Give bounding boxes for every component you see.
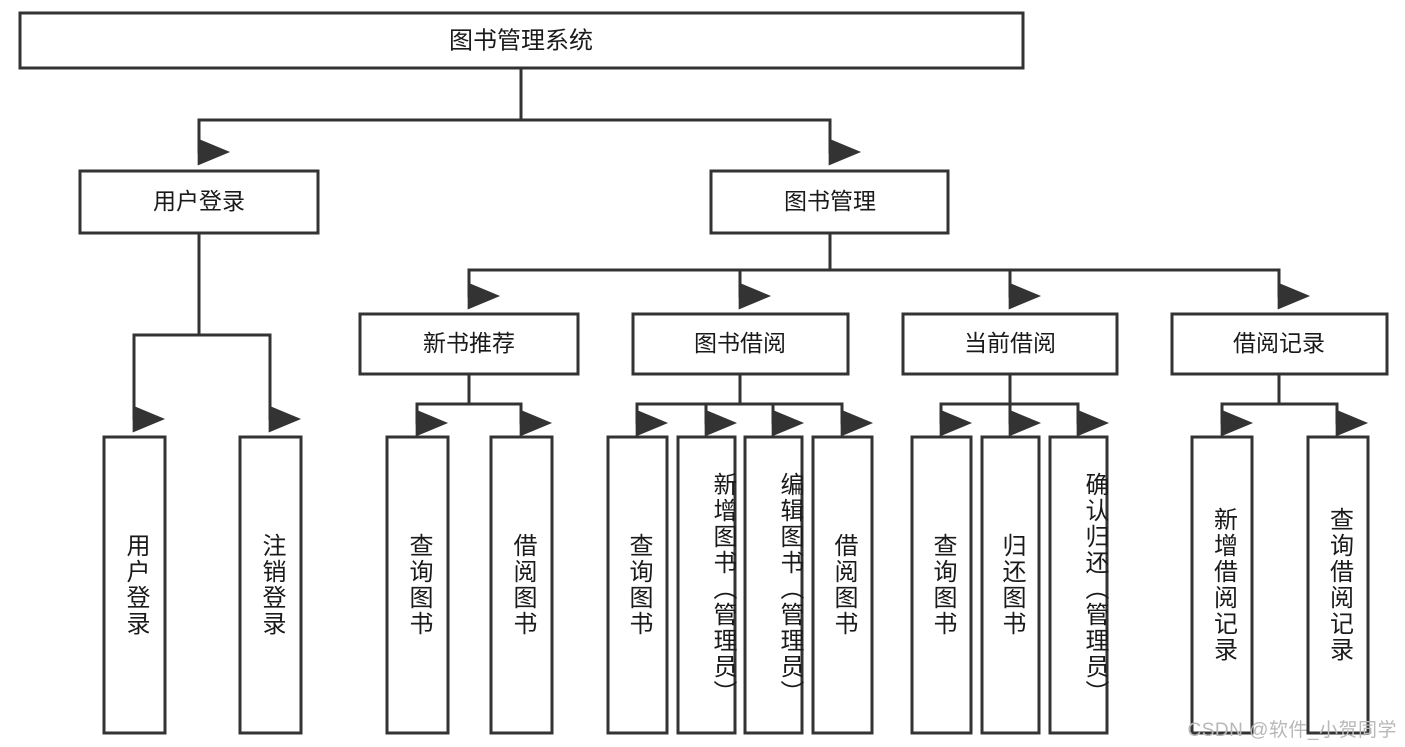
leaf-query-record[interactable] — [1306, 435, 1370, 735]
edge-currentborrow-to-leaves — [939, 372, 1110, 437]
edge-newbookrec-to-leaves — [415, 372, 553, 437]
node-root-label: 图书管理系统 — [449, 27, 593, 54]
leaf-confirm-return[interactable] — [1048, 435, 1109, 735]
node-new-book-rec-label: 新书推荐 — [423, 330, 515, 356]
leaf-query-book-2[interactable] — [606, 435, 669, 735]
node-borrow-record[interactable]: 借阅记录 — [1170, 312, 1389, 376]
leaf-add-book[interactable] — [676, 435, 737, 735]
edge-userlogin-to-leaves — [132, 231, 302, 433]
node-book-borrow-label: 图书借阅 — [694, 330, 786, 356]
leaf-borrow-book-2[interactable] — [811, 435, 874, 735]
node-book-borrow[interactable]: 图书借阅 — [631, 312, 850, 376]
node-book-manage[interactable]: 图书管理 — [709, 169, 950, 235]
node-current-borrow-label: 当前借阅 — [964, 330, 1056, 356]
node-book-manage-label: 图书管理 — [784, 188, 876, 214]
leaf-user-login[interactable] — [102, 435, 167, 735]
node-user-login-label: 用户登录 — [153, 188, 245, 214]
leaf-return-book[interactable] — [980, 435, 1041, 735]
leaf-logout[interactable] — [238, 435, 303, 735]
node-borrow-record-label: 借阅记录 — [1233, 330, 1325, 356]
edge-bookmanage-to-level3 — [467, 231, 1311, 310]
leaf-edit-book[interactable] — [743, 435, 804, 735]
leaf-query-book-3[interactable] — [910, 435, 973, 735]
leaf-borrow-book-1[interactable] — [489, 435, 554, 735]
node-current-borrow[interactable]: 当前借阅 — [901, 312, 1119, 376]
node-user-login[interactable]: 用户登录 — [78, 169, 320, 235]
csdn-watermark: CSDN @软件_小贺同学 — [1187, 720, 1397, 741]
leaf-add-record[interactable] — [1190, 435, 1254, 735]
leaf-query-book-1[interactable] — [385, 435, 450, 735]
edge-root-to-level2 — [197, 66, 862, 166]
node-root[interactable]: 图书管理系统 — [18, 11, 1025, 70]
node-new-book-rec[interactable]: 新书推荐 — [358, 312, 580, 376]
edge-borrowrecord-to-leaves — [1220, 372, 1369, 437]
edge-bookborrow-to-leaves — [635, 372, 874, 437]
